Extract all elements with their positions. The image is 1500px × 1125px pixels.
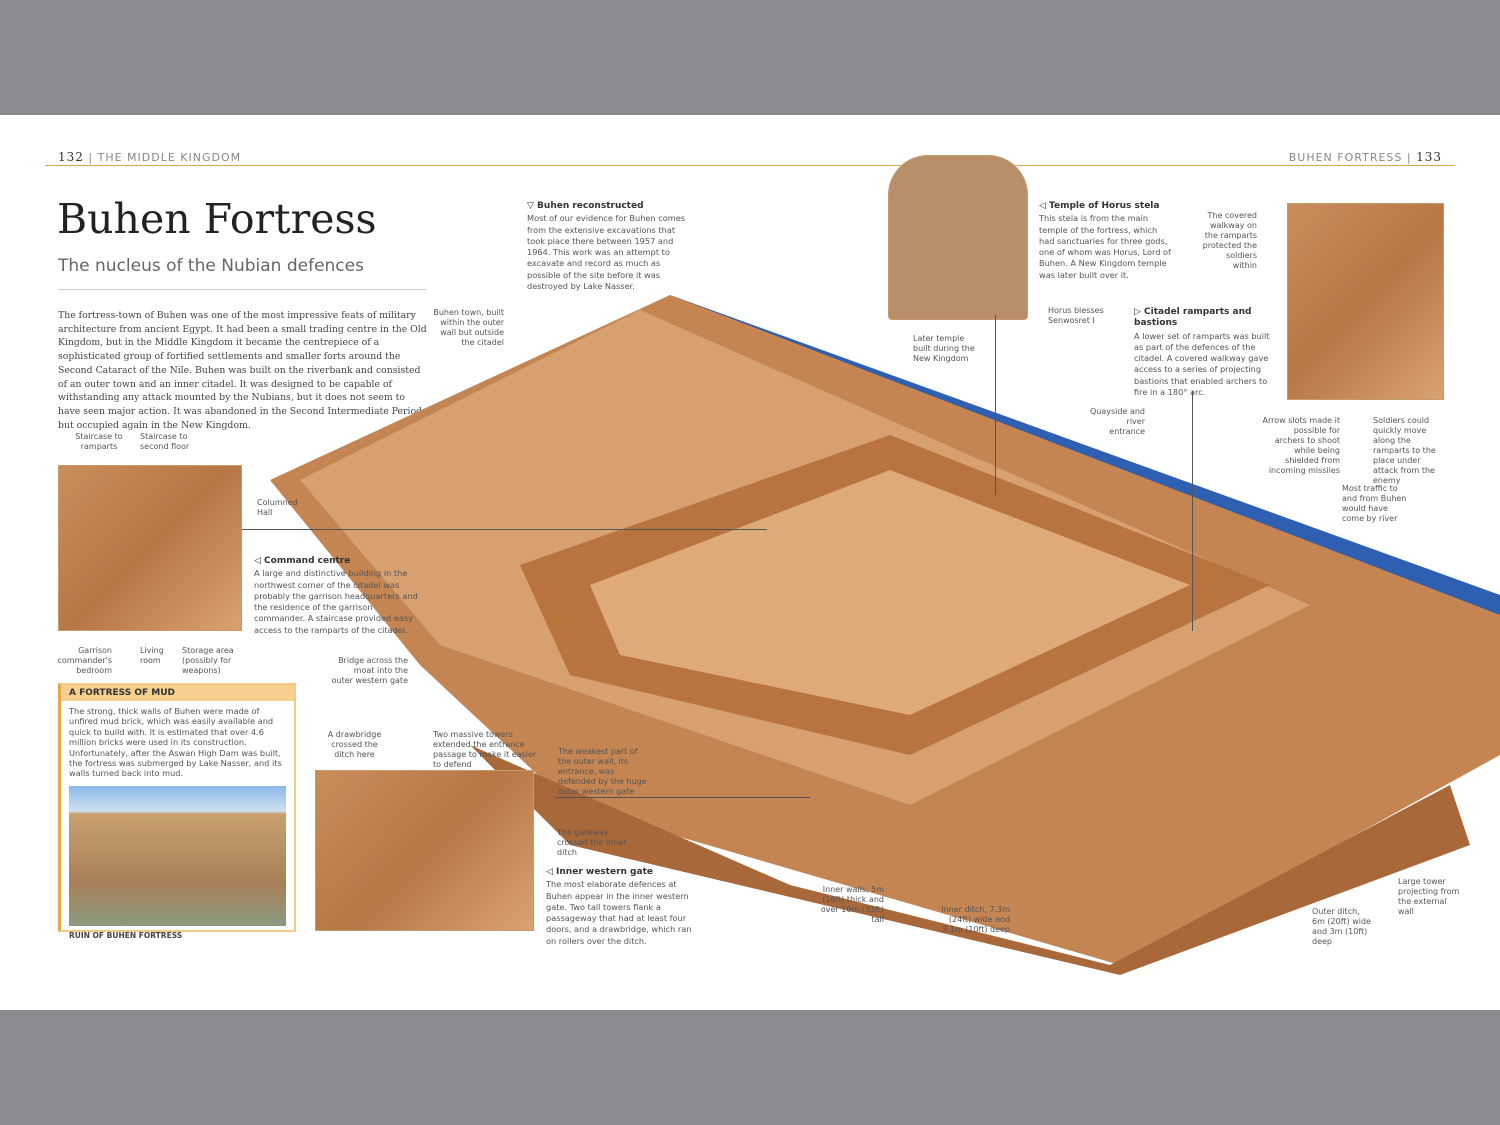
label-town: Buhen town, built within the outer wall …: [433, 308, 504, 347]
label-garrison: Garrison commander's bedroom: [57, 646, 112, 675]
label-inner-walls: Inner walls, 5m (16ft) thick and over 10…: [820, 885, 884, 924]
page-number-right: 133: [1416, 150, 1442, 164]
header-rule: [45, 165, 1455, 166]
label-arrow: Arrow slots made it possible for archers…: [1262, 416, 1340, 475]
page-number-left: 132: [58, 150, 84, 164]
book-spread: 132 | THE MIDDLE KINGDOM BUHEN FORTRESS …: [0, 115, 1500, 1010]
left-header: 132 | THE MIDDLE KINGDOM: [58, 150, 242, 164]
fortress-of-mud-box: A FORTRESS OF MUD The strong, thick wall…: [58, 683, 296, 940]
label-outer-ditch: Outer ditch, 6m (20ft) wide and 3m (10ft…: [1312, 907, 1371, 946]
horus-stela-photo: [888, 155, 1028, 320]
label-inner-ditch: Inner ditch, 7.3m (24ft) wide and 3.1m (…: [941, 905, 1010, 934]
ruin-photo: [69, 785, 286, 926]
box-text: The strong, thick walls of Buhen were ma…: [69, 706, 282, 779]
leader-line: [995, 315, 996, 495]
command-centre-cutaway: [58, 465, 242, 631]
intro-text: The fortress-town of Buhen was one of th…: [58, 310, 427, 431]
leader-line: [555, 797, 810, 798]
leader-line: [1192, 391, 1193, 631]
ramparts-closeup: [1287, 203, 1444, 400]
photo-caption: RUIN OF BUHEN FORTRESS: [69, 930, 183, 940]
label-horus-blesses: Horus blesses Senwosret I: [1048, 306, 1104, 325]
box-title: A FORTRESS OF MUD: [61, 685, 294, 701]
label-soldiers: Soldiers could quickly move along the ra…: [1373, 416, 1436, 485]
label-later-temple: Later temple built during the New Kingdo…: [913, 334, 975, 363]
outer-wall: [470, 745, 1470, 975]
label-storage: Storage area (possibly for weapons): [182, 646, 234, 675]
label-columned: Columned Hall: [257, 498, 298, 517]
label-traffic: Most traffic to and from Buhen would hav…: [1342, 484, 1407, 523]
label-towers: Two massive towers extended the entrance…: [433, 730, 537, 769]
label-living: Living room: [140, 646, 164, 665]
label-gateway: The gateway crossed the inner ditch: [557, 828, 627, 857]
section-name: THE MIDDLE KINGDOM: [97, 151, 242, 164]
label-quayside: Quayside and river entrance: [1090, 407, 1145, 436]
label-large-tower: Large tower projecting from the external…: [1398, 877, 1460, 916]
label-bridge: Bridge across the moat into the outer we…: [331, 656, 408, 685]
right-header: BUHEN FORTRESS | 133: [1288, 150, 1442, 164]
page-title: Buhen Fortress: [57, 195, 377, 243]
label-drawbridge: A drawbridge crossed the ditch here: [327, 730, 382, 759]
label-stair-ramparts: Staircase to ramparts: [75, 432, 123, 451]
inner-gate-closeup: [315, 770, 534, 931]
label-covered: The covered walkway on the ramparts prot…: [1202, 211, 1257, 270]
citadel-interior: [590, 470, 1190, 715]
section-name-right: BUHEN FORTRESS: [1288, 151, 1403, 164]
leader-line: [242, 529, 767, 530]
label-weakest: The weakest part of the outer wall, its …: [558, 747, 647, 796]
label-stair-second: Staircase to second floor: [140, 432, 190, 451]
page-subtitle: The nucleus of the Nubian defences: [58, 256, 364, 276]
divider: [58, 289, 426, 290]
